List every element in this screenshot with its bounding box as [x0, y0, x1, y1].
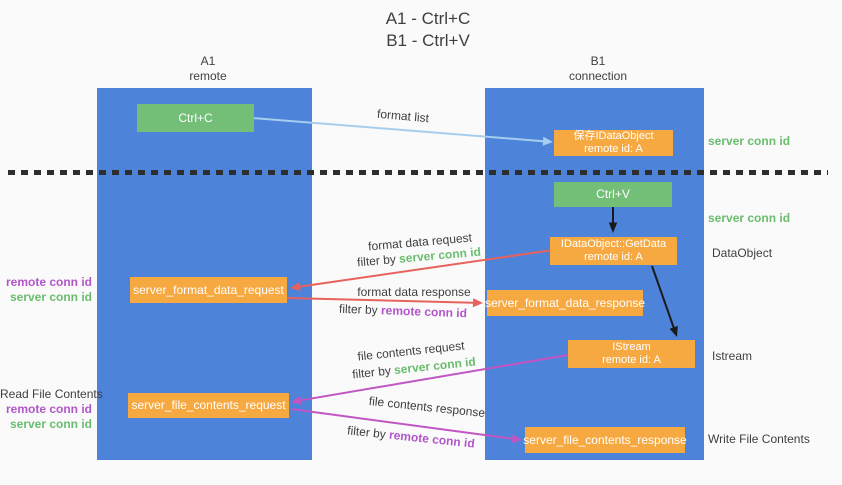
server-conn-id-annotation: server conn id [9, 290, 92, 304]
title-line-b1: B1 - Ctrl+V [386, 31, 470, 50]
filter-by-text: filter by [338, 301, 382, 318]
column-a-header: A1 remote [148, 54, 268, 84]
ctrl-v-box: Ctrl+V [554, 182, 672, 207]
column-a-role: remote [189, 69, 227, 83]
server-format-data-request-label: server_format_data_request [133, 282, 284, 297]
server-conn-id-annotation-mid: server conn id [708, 211, 791, 225]
getdata-box: IDataObject::GetData remote id: A [550, 237, 677, 265]
istream-line1: IStream [612, 341, 651, 353]
column-b-role: connection [568, 69, 628, 83]
format-list-label: format list [376, 106, 430, 126]
title-line-a1: A1 - Ctrl+C [385, 9, 471, 28]
server-file-contents-response-label: server_file_contents_response [523, 432, 687, 447]
getdata-line2: remote id: A [584, 251, 643, 263]
istream-annotation: Istream [712, 349, 753, 363]
diagram-title: A1 - Ctrl+C B1 - Ctrl+V [318, 8, 538, 52]
remote-conn-id-annotation: remote conn id [5, 275, 92, 289]
file-contents-response-filter-label: filter by remote conn id [347, 423, 476, 450]
server-file-contents-response-box: server_file_contents_response [523, 427, 687, 453]
copy-paste-separator-line [8, 170, 828, 175]
filter-by-text: filter by [356, 251, 400, 270]
column-b-name: B1 [590, 54, 606, 68]
ctrl-c-box: Ctrl+C [137, 104, 254, 132]
column-a-name: A1 [200, 54, 216, 68]
file-contents-response-label: file contents response [368, 393, 486, 421]
server-format-data-request-box: server_format_data_request [130, 277, 287, 303]
server-format-data-response-label: server_format_data_response [484, 295, 646, 310]
format-data-response-label: format data response [357, 285, 471, 299]
remote-conn-id-annotation: remote conn id [5, 402, 92, 416]
server-format-data-response-box: server_format_data_response [484, 290, 646, 316]
remote-conn-id-key: remote conn id [380, 303, 468, 321]
server-conn-id-annotation-top: server conn id [708, 134, 791, 148]
ctrl-v-label: Ctrl+V [596, 187, 630, 201]
remote-conn-id-key: remote conn id [388, 427, 476, 451]
write-file-contents-annotation: Write File Contents [708, 432, 810, 446]
istream-box: IStream remote id: A [568, 340, 695, 368]
save-idataobject-line2: remote id: A [584, 143, 643, 155]
ctrl-c-label: Ctrl+C [178, 110, 213, 125]
left-conn-id-block-top: remote conn id server conn id [0, 275, 92, 305]
column-b-header: B1 connection [538, 54, 658, 84]
server-file-contents-request-box: server_file_contents_request [128, 393, 289, 418]
istream-line2: remote id: A [602, 354, 661, 366]
save-idataobject-box: 保存IDataObject remote id: A [554, 130, 673, 156]
getdata-line1: IDataObject::GetData [560, 238, 667, 250]
filter-by-text: filter by [346, 423, 390, 442]
format-data-response-filter-label: filter by remote conn id [339, 302, 467, 320]
server-file-contents-request-label: server_file_contents_request [131, 398, 286, 412]
save-idataobject-line1: 保存IDataObject [573, 130, 654, 142]
left-conn-id-block-bottom: Read File Contents remote conn id server… [0, 387, 103, 432]
server-conn-id-annotation: server conn id [9, 417, 92, 431]
filter-by-text: filter by [351, 363, 395, 382]
dataobject-annotation: DataObject [712, 246, 773, 260]
read-file-contents-annotation: Read File Contents [0, 387, 103, 401]
